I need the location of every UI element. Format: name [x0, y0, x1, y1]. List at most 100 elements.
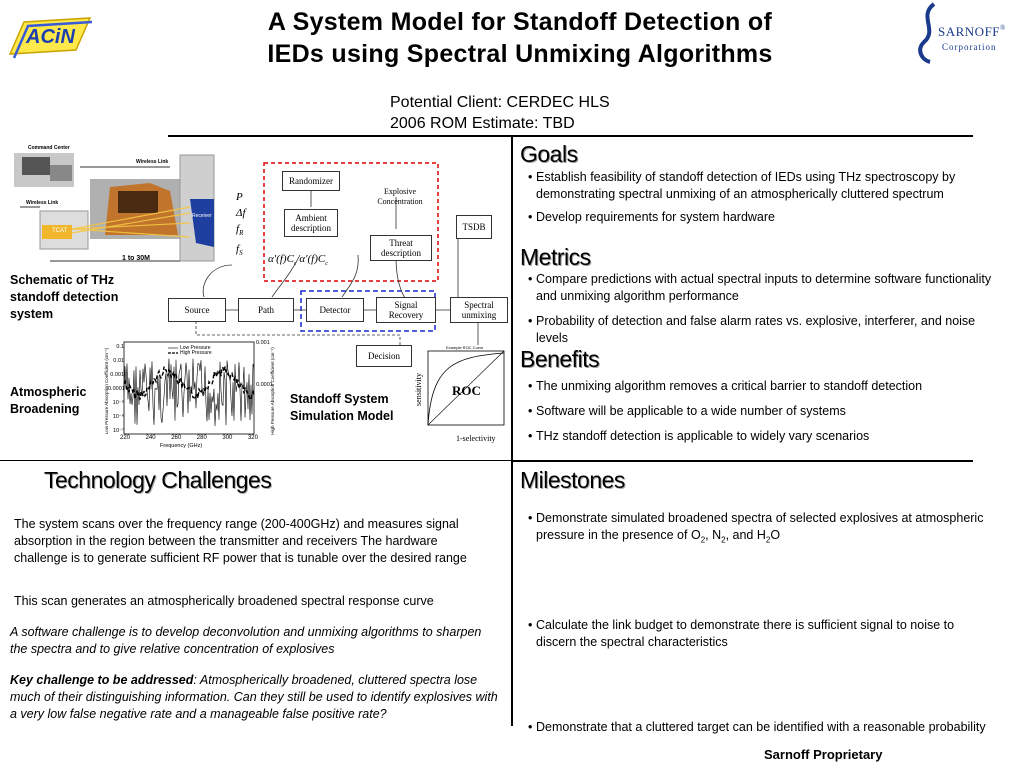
xtick: 280 [196, 435, 207, 441]
explosive-concentration-label: Explosive Concentration [377, 187, 423, 206]
tsdb-box: TSDB [456, 215, 492, 239]
roc-x-label: 1-selectivity [456, 434, 496, 443]
metrics-item: Probability of detection and false alarm… [520, 313, 1000, 347]
y-axis-label-left: Low Pressure Absorption Coefficient (cm⁻… [104, 347, 109, 435]
ytick: 0.0001 [108, 386, 125, 392]
threat-description-box: Threat description [370, 235, 432, 261]
top-divider [168, 135, 973, 137]
signal-recovery-box: Signal Recovery [376, 297, 436, 323]
param-fr: fR [236, 223, 244, 238]
roc-label: ROC [452, 383, 481, 398]
x-ticks: 220 240 260 280 300 320 [120, 435, 258, 441]
xtick: 320 [247, 435, 258, 441]
benefits-item: The unmixing algorithm removes a critica… [520, 378, 1000, 395]
xtick: 240 [145, 435, 156, 441]
path-box: Path [238, 298, 294, 322]
acin-logo-text: ACiN [26, 26, 75, 48]
ytick: 0.01 [113, 358, 124, 364]
receiver-label: Receiver [192, 213, 212, 219]
goals-item: Develop requirements for system hardware [520, 209, 1000, 226]
wireless-link-left-label: Wireless Link [26, 200, 59, 206]
acin-logo-shape [8, 17, 93, 59]
rom-estimate: 2006 ROM Estimate: TBD [390, 115, 575, 132]
milestones-heading: Milestones [520, 467, 625, 493]
schematic-figure: Command Center Wireless Link Wireless Li… [10, 143, 220, 271]
broadening-caption: Atmospheric Broadening [10, 385, 87, 416]
range-label: 1 to 30M [122, 255, 151, 262]
key-challenge-label: Key challenge to be addressed [10, 673, 194, 687]
title-line-1: A System Model for Standoff Detection of [267, 8, 773, 36]
footer-proprietary: Sarnoff Proprietary [764, 747, 883, 762]
broadening-spectrum-plot [123, 341, 255, 435]
vertical-divider [511, 136, 513, 726]
xtick: 220 [120, 435, 131, 441]
milestone-item: Demonstrate that a cluttered target can … [520, 719, 996, 736]
model-caption: Standoff System Simulation Model [290, 392, 394, 423]
high-pressure-spectrum [123, 366, 255, 402]
title-line-2: IEDs using Spectral Unmixing Algorithms [267, 40, 773, 68]
source-box: Source [168, 298, 226, 322]
schematic-caption: Schematic of THz standoff detection syst… [10, 273, 119, 321]
low-pressure-spectrum [123, 358, 255, 427]
ambient-description-box: Ambient description [284, 209, 338, 237]
ytick: 10⁻⁵ [112, 400, 124, 406]
ytick: 0.1 [116, 344, 124, 350]
goals-item: Establish feasibility of standoff detect… [520, 169, 1000, 203]
tcat-label: TCAT [52, 228, 68, 234]
param-fs: fS [236, 243, 243, 258]
milestone-item: Demonstrate simulated broadened spectra … [520, 510, 996, 549]
randomizer-box: Randomizer [282, 171, 340, 191]
tech-paragraph-4: Key challenge to be addressed: Atmospher… [10, 672, 502, 723]
tech-paragraph-3: A software challenge is to develop decon… [10, 625, 482, 656]
spectral-unmixing-box: Spectral unmixing [450, 297, 508, 323]
tech-heading: Technology Challenges [44, 467, 272, 493]
param-delta-f: Δf [236, 207, 246, 219]
sarnoff-name: SARNOFF [938, 24, 1001, 39]
detector-box: Detector [306, 298, 364, 322]
sarnoff-logo: SARNOFF® Corporation [912, 2, 1022, 64]
legend-high-label: High Pressure [180, 350, 212, 356]
wireless-link-top-label: Wireless Link [136, 159, 169, 165]
roc-small-title: Example ROC Curve [446, 345, 484, 350]
benefits-item: Software will be applicable to a wide nu… [520, 403, 1000, 420]
xtick: 300 [222, 435, 233, 441]
x-axis-label: Frequency (GHz) [160, 443, 203, 449]
client-info: Potential Client: CERDEC HLS 2006 ROM Es… [390, 92, 610, 134]
roc-plot: Example ROC Curve ROC sensitivity [414, 345, 508, 433]
xtick: 260 [171, 435, 182, 441]
decision-box: Decision [356, 345, 412, 367]
tech-paragraph-1: The system scans over the frequency rang… [14, 517, 467, 565]
benefits-item: THz standoff detection is applicable to … [520, 428, 1000, 445]
metrics-item: Compare predictions with actual spectral… [520, 271, 1000, 305]
ytick: 10⁻⁶ [112, 414, 124, 420]
roc-curve [427, 350, 505, 426]
broadening-figure: Low Pressure High Pressure 0.1 0.01 0.00… [100, 338, 280, 450]
ytick-right: 0.001 [256, 340, 270, 346]
y-ticks-right: 0.001 0.0001 [256, 340, 273, 388]
tech-paragraph-2: This scan generates an atmospherically b… [14, 594, 434, 608]
goals-heading: Goals [520, 141, 578, 167]
registered-mark: ® [1000, 24, 1006, 32]
model-diagram: Randomizer Explosive Concentration TSDB … [160, 145, 510, 455]
y-ticks-left: 0.1 0.01 0.001 0.0001 10⁻⁵ 10⁻⁶ 10⁻⁷ [108, 340, 125, 438]
benefits-heading: Benefits [520, 346, 600, 372]
metrics-section: Metrics Compare predictions with actual … [520, 244, 1000, 347]
middle-divider-left [0, 460, 511, 461]
middle-divider-right [513, 460, 973, 462]
slide-title: A System Model for Standoff Detection of… [150, 6, 890, 70]
unmixing-formula: α′(f)Cc α′(f)Cc [268, 253, 328, 268]
ytick: 10⁻⁷ [112, 428, 124, 434]
ytick: 0.001 [110, 372, 124, 378]
ytick-right: 0.0001 [256, 382, 273, 388]
param-p: P [236, 191, 243, 203]
acin-logo: ACiN [4, 14, 94, 64]
schematic-illustration [10, 143, 220, 271]
legend-low-label: Low Pressure [180, 345, 211, 351]
milestone-item: Calculate the link budget to demonstrate… [520, 617, 996, 651]
model-params: P Δf fR fS [236, 189, 246, 261]
benefits-section: Benefits The unmixing algorithm removes … [520, 346, 1000, 445]
sarnoff-wordmark: SARNOFF® [938, 24, 1006, 40]
sarnoff-corporation: Corporation [942, 42, 997, 52]
metrics-heading: Metrics [520, 244, 591, 270]
potential-client: Potential Client: CERDEC HLS [390, 94, 610, 111]
